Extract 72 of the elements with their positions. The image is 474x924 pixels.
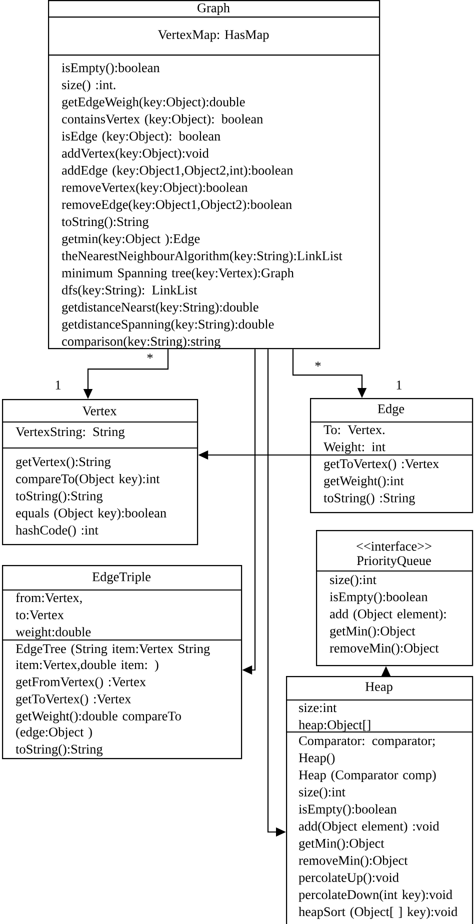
method-text: getFromVertex() :Vertex (16, 677, 146, 689)
attribute-text: heap:Object[] (298, 720, 370, 732)
method-text: heapSort (Object[ ] key):void (298, 906, 458, 919)
attribute-text: weight:double (16, 627, 91, 640)
method-text: theNearestNeighbourAlgorithm(key:String):LinkList (62, 251, 342, 264)
method-text: removeVertex(key:Object):boolean (62, 182, 248, 195)
method-text: removeMin():Object (330, 643, 439, 656)
method-text: EdgeTree (String item:Vertex String item:Vertex,double item: ) (16, 644, 210, 672)
method-text: isEmpty():boolean (62, 62, 160, 75)
method-text: getEdgeWeigh(key:Object):double (62, 97, 245, 110)
multiplicity-label: 1 (56, 380, 60, 390)
method-text: getdistanceSpanning(key:String):double (62, 319, 274, 332)
attribute-text: VertexMap: HasMap (158, 30, 269, 42)
method-text: getToVertex() :Vertex (16, 694, 132, 706)
attribute-text: Weight: int (324, 442, 386, 454)
method-text: add(Object element) :void (299, 821, 440, 834)
method-text: getVertex():String (16, 456, 111, 469)
attribute-text: size:int (299, 703, 337, 712)
method-text: percolateUp():void (298, 872, 399, 885)
class-box (310, 398, 474, 514)
method-text: size() :int. (62, 80, 116, 92)
method-text: comparison(key:String):string (62, 336, 220, 349)
method-text: equals (Object key):boolean (16, 508, 166, 520)
method-text: dfs(key:String): LinkList (62, 285, 198, 298)
method-text: toString():String (62, 216, 149, 229)
class-name: Graph (198, 3, 230, 15)
method-text: getmin(key:Object ):Edge (62, 234, 200, 246)
class-box (2, 565, 242, 760)
method-text: containsVertex (key:Object): boolean (62, 114, 263, 126)
class-box (316, 530, 474, 666)
multiplicity-label: * (315, 362, 321, 367)
method-text: getWeight():int (324, 476, 404, 488)
method-text: percolateDown(int key):void (298, 890, 452, 902)
multiplicity-label: 1 (396, 380, 402, 390)
method-text: getToVertex() :Vertex (324, 458, 440, 471)
method-text: getMin():Object (299, 838, 384, 850)
method-text: isEdge (key:Object): boolean (62, 131, 220, 144)
multiplicity-label: * (147, 354, 153, 359)
method-text: compareTo(Object key):int (16, 474, 160, 486)
class-name: <<interface>> (356, 541, 432, 551)
method-text: toString() :String (324, 493, 415, 506)
attribute-text: from:Vertex, (16, 592, 82, 604)
class-name: Edge (378, 404, 404, 416)
class-name: Vertex (82, 406, 117, 416)
method-text: add (Object element): (330, 609, 446, 622)
class-box (48, 0, 380, 350)
class-box (2, 399, 198, 546)
attribute-text: To: Vertex. (324, 425, 384, 434)
method-text: size():int (299, 787, 346, 800)
method-text: isEmpty():boolean (298, 804, 397, 816)
class-name: PriorityQueue (356, 556, 431, 568)
method-text: Comparator: comparator; (299, 736, 435, 748)
class-box (286, 676, 474, 924)
attribute-text: to:Vertex (16, 610, 64, 620)
method-text: size():int (330, 574, 376, 587)
method-text: isEmpty():boolean (330, 592, 428, 604)
method-text: Heap() (298, 753, 335, 765)
method-text: getMin():Object (330, 626, 416, 638)
method-text: toString():String (16, 491, 103, 504)
method-text: minimum Spanning tree(key:Vertex):Graph (62, 268, 294, 280)
method-text: getWeight():double compareTo (edge:Object ) (16, 711, 181, 740)
method-text: addVertex(key:Object):void (62, 148, 209, 160)
class-name: EdgeTriple (92, 572, 151, 584)
method-text: hashCode() :int (16, 525, 98, 538)
method-text: getdistanceNearst(key:String):double (62, 302, 258, 314)
method-text: toString():String (16, 744, 103, 756)
method-text: removeMin():Object (298, 856, 408, 868)
class-name: Heap (365, 682, 392, 694)
method-text: Heap (Comparator comp) (298, 770, 436, 782)
attribute-text: VertexString: String (16, 427, 125, 439)
method-text: removeEdge(key:Object1,Object2):boolean (62, 200, 292, 212)
method-text: addEdge (key:Object1,Object2,int):boolean (62, 166, 294, 178)
